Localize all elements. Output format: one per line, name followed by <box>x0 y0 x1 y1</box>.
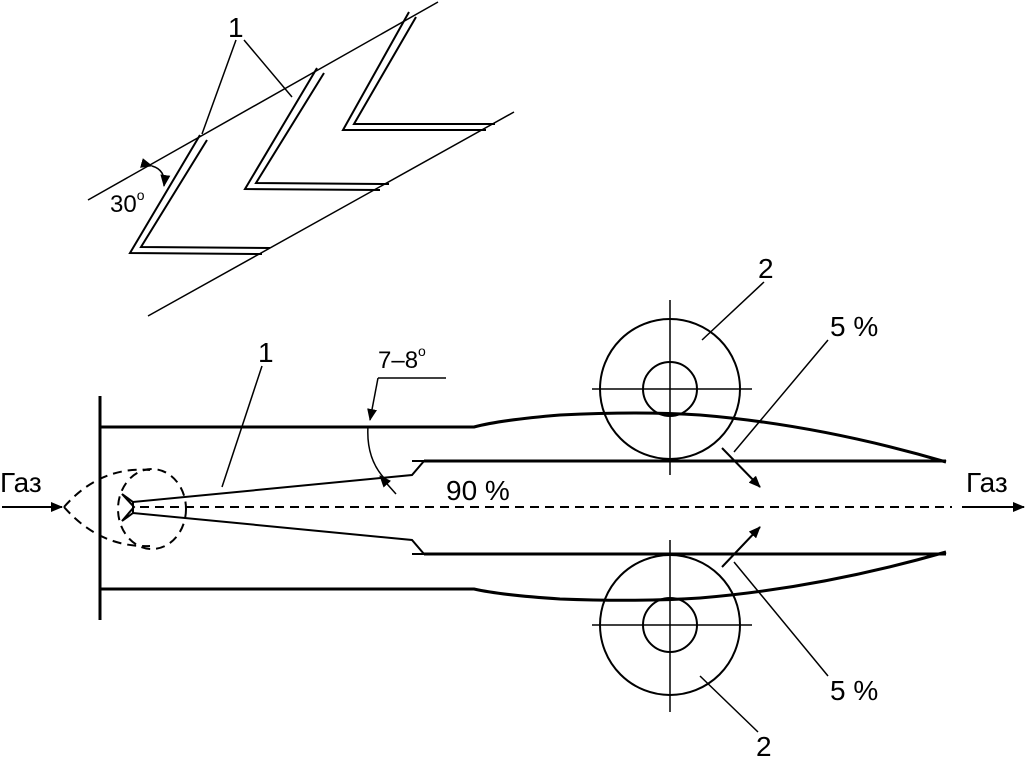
gas-outlet-label: Газ <box>966 467 1008 498</box>
angle-leader-d <box>367 377 379 421</box>
angle-7-8-label: 7–8o <box>378 343 426 374</box>
groove-chevron-left <box>128 134 271 255</box>
flow-upper-arrow <box>721 447 761 488</box>
leader-5-lower <box>733 561 829 677</box>
groove-inset: 1 30o <box>87 1 515 317</box>
flow-upper-label: 5 % <box>830 311 878 342</box>
flow-lower-label: 5 % <box>830 675 878 706</box>
inset-lower-boundary <box>147 111 515 317</box>
detail-circle <box>117 468 187 550</box>
detail-lens <box>63 468 151 548</box>
leader-1-main <box>221 365 263 488</box>
cone-element <box>121 460 427 555</box>
angle-30-label: 30o <box>110 187 145 218</box>
leader-1-a <box>201 39 237 135</box>
outer-wall-top <box>100 411 947 464</box>
groove-chevron-right <box>341 11 495 131</box>
flow-center-label: 90 % <box>446 475 510 506</box>
gas-inlet-label: Газ <box>0 467 42 498</box>
angle-lower-arrow <box>379 475 397 495</box>
leader-2-bottom <box>699 675 759 733</box>
label-pos1-inset: 1 <box>228 12 244 43</box>
outer-wall-bottom <box>100 550 947 602</box>
leader-5-upper <box>733 339 829 453</box>
label-pos1-main: 1 <box>258 337 274 368</box>
leader-2-top <box>701 281 765 341</box>
groove-chevron-middle <box>243 67 390 191</box>
angle-7-8-arc <box>367 425 385 479</box>
leader-1-b <box>243 39 293 98</box>
flow-lower-arrow <box>721 526 761 568</box>
apparatus: Газ Газ 1 7–8o 90 % 2 2 <box>0 253 1025 762</box>
roller-top <box>592 300 752 475</box>
roller-bottom <box>592 540 752 712</box>
label-pos2-bottom: 2 <box>756 731 772 758</box>
angle-30-arc <box>140 158 171 187</box>
label-pos2-top: 2 <box>758 253 774 284</box>
